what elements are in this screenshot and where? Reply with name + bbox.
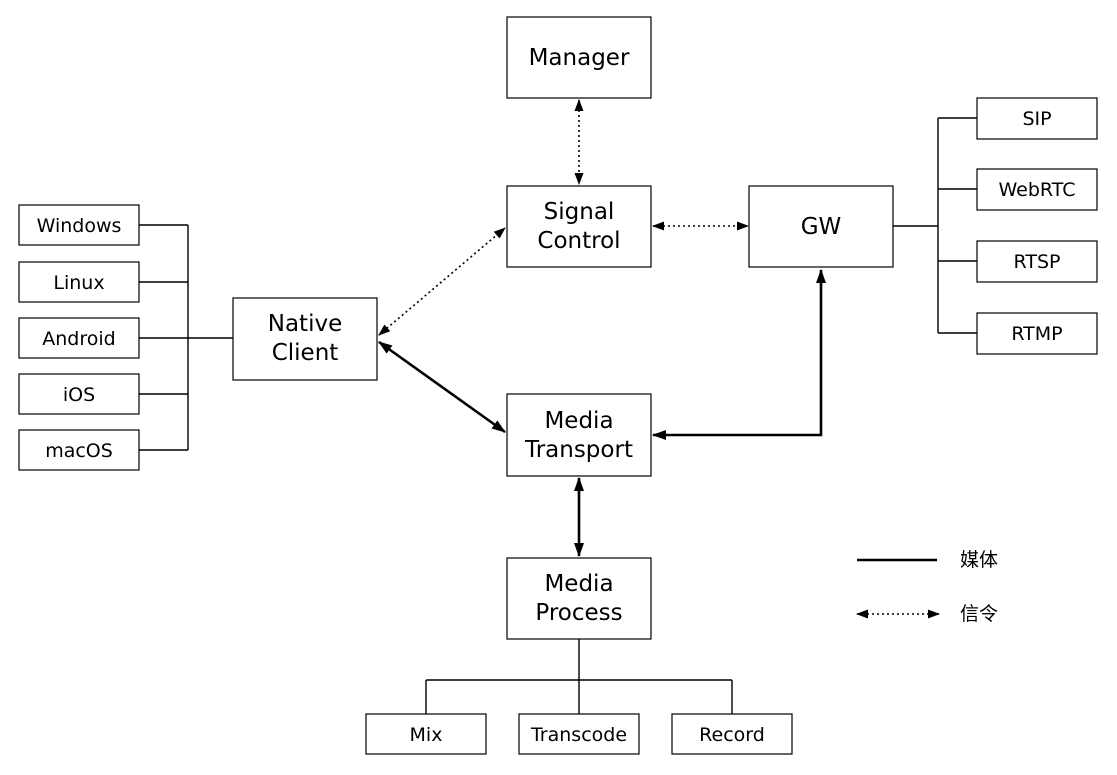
link-transport-gw bbox=[652, 269, 826, 440]
media-transport-node: Media Transport bbox=[506, 393, 652, 477]
function-record: Record bbox=[671, 713, 793, 755]
protocol-bracket bbox=[893, 117, 977, 334]
function-bracket bbox=[425, 639, 733, 714]
media-process-label-line1: Media bbox=[544, 571, 613, 597]
protocol-webrtc: WebRTC bbox=[976, 168, 1098, 211]
signal-control-label-line2: Control bbox=[537, 228, 620, 254]
platform-macos-label: macOS bbox=[45, 440, 113, 462]
legend-media-label: 媒体 bbox=[960, 549, 998, 571]
legend: 媒体 信令 bbox=[856, 549, 998, 625]
gw-node: GW bbox=[748, 185, 894, 268]
gw-label: GW bbox=[801, 214, 842, 240]
signal-control-label-line1: Signal bbox=[544, 199, 615, 225]
platform-android: Android bbox=[18, 317, 140, 359]
platform-ios: iOS bbox=[18, 373, 140, 415]
platform-macos: macOS bbox=[18, 429, 140, 471]
platform-windows-label: Windows bbox=[37, 215, 122, 237]
platform-windows: Windows bbox=[18, 204, 140, 246]
signal-control-node: Signal Control bbox=[506, 185, 652, 268]
protocol-rtsp-label: RTSP bbox=[1014, 251, 1061, 273]
legend-signal-label: 信令 bbox=[960, 603, 998, 625]
protocol-rtmp: RTMP bbox=[976, 312, 1098, 355]
function-mix-label: Mix bbox=[410, 724, 443, 746]
protocol-webrtc-label: WebRTC bbox=[998, 179, 1075, 201]
function-transcode: Transcode bbox=[518, 713, 640, 755]
media-process-node: Media Process bbox=[506, 557, 652, 640]
function-transcode-label: Transcode bbox=[530, 724, 627, 746]
link-client-transport bbox=[378, 340, 506, 434]
media-transport-label-line2: Transport bbox=[524, 437, 633, 463]
native-client-label-line2: Client bbox=[272, 340, 339, 366]
link-client-signal bbox=[378, 227, 506, 336]
protocol-rtmp-label: RTMP bbox=[1011, 323, 1062, 345]
manager-label: Manager bbox=[529, 45, 630, 71]
platform-android-label: Android bbox=[42, 328, 115, 350]
media-transport-label-line1: Media bbox=[544, 408, 613, 434]
platform-bracket bbox=[139, 224, 233, 451]
function-mix: Mix bbox=[365, 713, 487, 755]
native-client-node: Native Client bbox=[232, 297, 378, 381]
platform-linux-label: Linux bbox=[53, 272, 104, 294]
media-process-label-line2: Process bbox=[535, 600, 622, 626]
platform-linux: Linux bbox=[18, 261, 140, 303]
manager-node: Manager bbox=[506, 16, 652, 99]
protocol-sip: SIP bbox=[976, 97, 1098, 140]
function-record-label: Record bbox=[699, 724, 765, 746]
protocol-sip-label: SIP bbox=[1022, 108, 1051, 130]
native-client-label-line1: Native bbox=[268, 311, 342, 337]
protocol-rtsp: RTSP bbox=[976, 240, 1098, 283]
platform-ios-label: iOS bbox=[63, 384, 95, 406]
